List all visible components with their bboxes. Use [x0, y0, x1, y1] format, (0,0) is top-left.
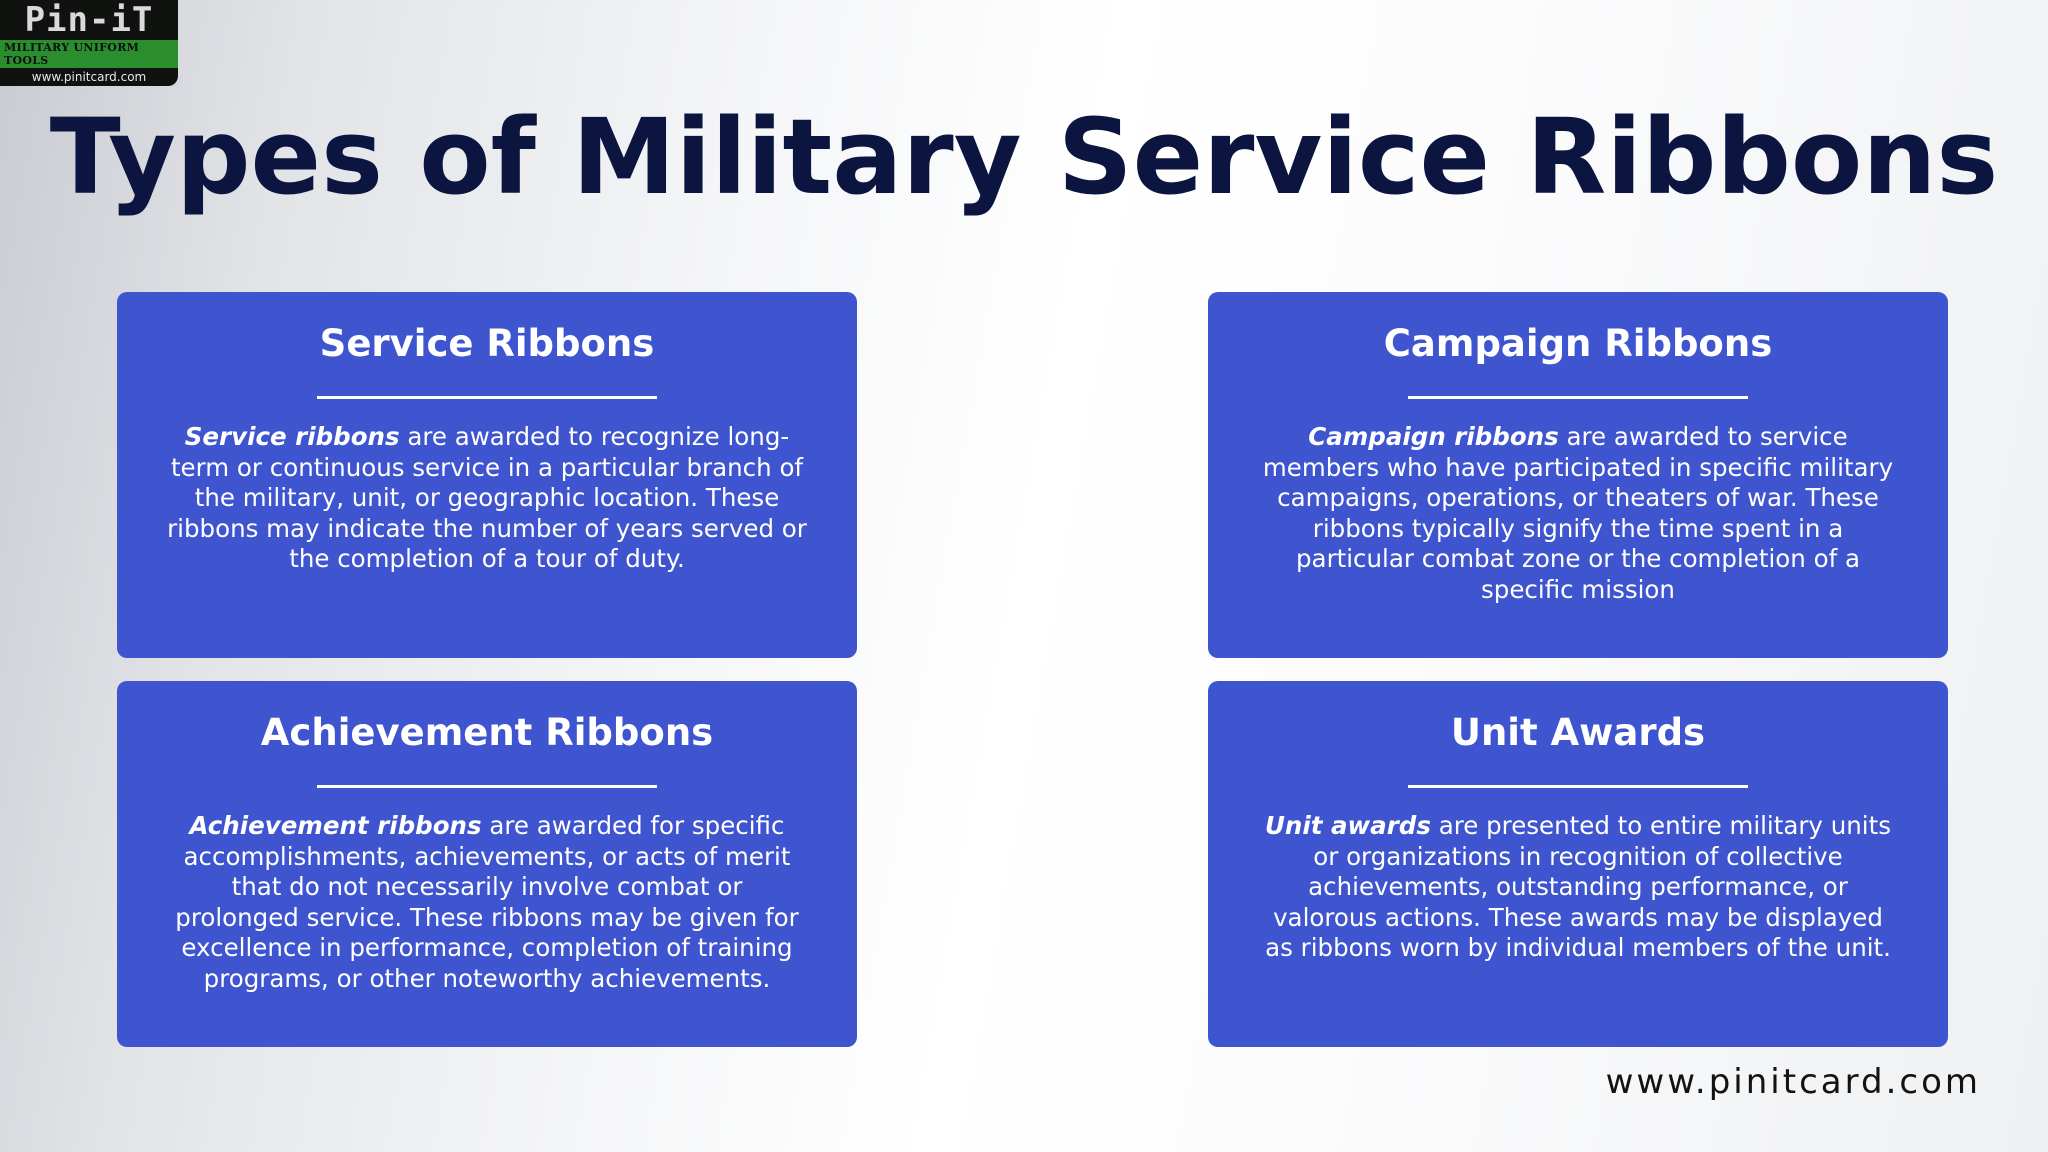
card-body-text: are awarded to service members who have … — [1262, 422, 1894, 604]
card-title: Campaign Ribbons — [1383, 322, 1773, 365]
card-lead-term: Campaign ribbons — [1308, 422, 1559, 451]
card-divider — [317, 396, 657, 399]
card-body-text: are awarded to recognize long-term or co… — [167, 422, 807, 573]
card-body-text: are presented to entire military units o… — [1265, 811, 1891, 962]
card-campaign-ribbons: Campaign Ribbons Campaign ribbons are aw… — [1208, 292, 1948, 658]
card-divider — [1408, 396, 1748, 399]
card-description: Achievement ribbons are awarded for spec… — [167, 811, 807, 994]
card-divider — [317, 785, 657, 788]
logo-tagline: MILITARY UNIFORM TOOLS — [0, 40, 178, 68]
logo-url: www.pinitcard.com — [31, 70, 147, 84]
card-title: Service Ribbons — [319, 322, 655, 365]
card-unit-awards: Unit Awards Unit awards are presented to… — [1208, 681, 1948, 1047]
card-title: Unit Awards — [1450, 711, 1706, 754]
logo-name: Pin-iT — [24, 0, 154, 40]
card-description: Campaign ribbons are awarded to service … — [1258, 422, 1898, 605]
pinit-logo: Pin-iT MILITARY UNIFORM TOOLS www.pinitc… — [0, 0, 178, 86]
card-body-text: are awarded for specific accomplishments… — [175, 811, 799, 993]
card-service-ribbons: Service Ribbons Service ribbons are awar… — [117, 292, 857, 658]
card-description: Unit awards are presented to entire mili… — [1258, 811, 1898, 964]
card-lead-term: Achievement ribbons — [189, 811, 482, 840]
card-lead-term: Unit awards — [1265, 811, 1431, 840]
card-description: Service ribbons are awarded to recognize… — [167, 422, 807, 575]
card-divider — [1408, 785, 1748, 788]
footer-website-url: www.pinitcard.com — [1605, 1062, 1981, 1102]
card-title: Achievement Ribbons — [260, 711, 714, 754]
card-achievement-ribbons: Achievement Ribbons Achievement ribbons … — [117, 681, 857, 1047]
page-title: Types of Military Service Ribbons — [49, 96, 1999, 218]
card-lead-term: Service ribbons — [184, 422, 400, 451]
